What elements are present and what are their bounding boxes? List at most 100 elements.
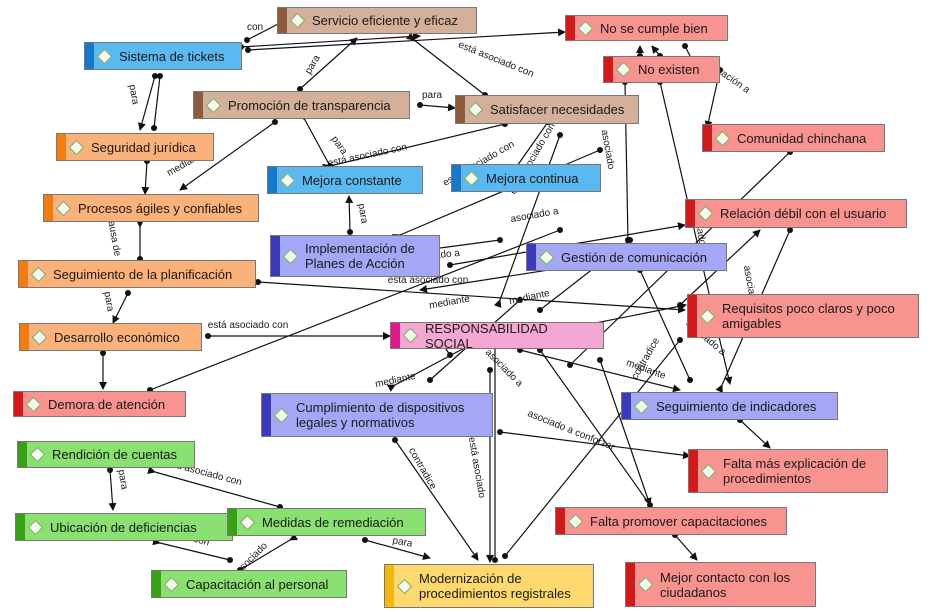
node-label: Mejor contacto con los ciudadanos	[660, 569, 791, 600]
node-ubicacion[interactable]: Ubicación de deficiencias	[15, 513, 233, 541]
edge-17	[419, 103, 456, 112]
edge-endpoint	[492, 557, 498, 563]
node-label: Rendición de cuentas	[52, 447, 178, 462]
node-requisitos[interactable]: Requisitos poco claros y poco amigables	[687, 294, 919, 338]
node-color-bar	[626, 563, 635, 606]
node-label: Falta promover capacitaciones	[590, 513, 768, 529]
edge-endpoint	[627, 237, 633, 243]
node-satisfacer[interactable]: Satisfacer necesidades	[455, 95, 639, 124]
diamond-icon	[31, 329, 48, 345]
node-color-bar	[194, 92, 203, 118]
node-modernizacion[interactable]: Modernización de procedimientos registra…	[384, 564, 594, 608]
node-label: Comunidad chinchana	[737, 130, 867, 146]
edge-9	[138, 75, 156, 131]
edge-label: para	[126, 84, 140, 106]
node-color-bar	[703, 125, 712, 151]
node-color-bar	[391, 323, 400, 348]
node-mconstante[interactable]: Mejora constante	[267, 166, 423, 194]
edge-51	[239, 532, 299, 571]
edge-endpoint	[427, 377, 433, 383]
edge-label: para	[115, 469, 129, 491]
edge-53	[674, 534, 698, 561]
node-color-bar	[456, 96, 465, 123]
edge-endpoint	[497, 237, 503, 243]
edge-1	[246, 16, 289, 41]
node-color-bar	[20, 324, 29, 350]
diamond-icon	[699, 308, 716, 324]
node-faltaexp[interactable]: Falta más explicación de procedimientos	[688, 449, 888, 493]
edge-label: mediante	[374, 371, 417, 390]
node-color-bar	[452, 165, 461, 191]
node-gestion[interactable]: Gestión de comunicación	[526, 243, 727, 271]
edge-52	[364, 539, 431, 560]
edge-endpoint	[362, 537, 368, 543]
node-comunidad[interactable]: Comunidad chinchana	[702, 124, 885, 152]
node-noexisten[interactable]: No existen	[603, 56, 720, 83]
edge-19	[345, 195, 354, 233]
node-nocumple[interactable]: No se cumple bien	[565, 15, 728, 41]
node-relacion[interactable]: Relación débil con el usuario	[685, 199, 907, 228]
node-label: Seguimiento de indicadores	[656, 398, 817, 414]
node-label: Implementación de Planes de Acción	[305, 241, 415, 271]
node-label: Seguridad jurídica	[91, 139, 196, 155]
node-servicio[interactable]: Servicio eficiente y eficaz	[277, 7, 477, 34]
edge-endpoint	[272, 119, 278, 125]
node-label: Desarrollo económico	[54, 329, 180, 345]
edge-endpoint	[157, 73, 163, 79]
node-mejorcontacto[interactable]: Mejor contacto con los ciudadanos	[625, 562, 816, 607]
node-label: No existen	[638, 62, 700, 77]
node-label: Capacitación al personal	[186, 576, 329, 592]
node-medidas[interactable]: Medidas de remediación	[227, 508, 426, 536]
diamond-icon	[239, 514, 256, 530]
diamond-icon	[637, 576, 654, 593]
diamond-icon	[467, 101, 484, 118]
node-label: Sistema de tickets	[119, 48, 225, 64]
node-label: No se cumple bien	[600, 20, 708, 36]
node-color-bar	[268, 167, 277, 193]
diamond-icon	[714, 130, 731, 146]
node-demora[interactable]: Demora de atención	[13, 391, 186, 417]
diamond-icon	[68, 139, 85, 155]
edge-label: contradice	[406, 446, 439, 492]
diamond-icon	[700, 463, 717, 479]
edge-15	[179, 121, 276, 191]
edge-38	[519, 349, 681, 393]
node-seguimientop[interactable]: Seguimiento de la planificación	[18, 260, 256, 288]
node-color-bar	[14, 392, 23, 416]
node-color-bar	[604, 57, 613, 82]
node-color-bar	[686, 200, 695, 227]
node-color-bar	[622, 393, 631, 419]
node-transparencia[interactable]: Promoción de transparencia	[193, 91, 410, 119]
node-desarrollo[interactable]: Desarrollo económico	[19, 323, 202, 351]
diamond-icon	[289, 12, 306, 29]
edge-endpoint	[647, 502, 653, 508]
diamond-icon	[25, 396, 42, 412]
node-procesos[interactable]: Procesos ágiles y confiables	[43, 194, 259, 222]
node-seguimientoi[interactable]: Seguimiento de indicadores	[621, 392, 838, 420]
edge-endpoint	[205, 333, 211, 339]
edge-50	[152, 537, 231, 561]
node-label: Relación débil con el usuario	[720, 206, 887, 221]
edge-endpoint	[687, 377, 693, 383]
edge-endpoint	[497, 429, 503, 435]
node-implementacion[interactable]: Implementación de Planes de Acción	[270, 235, 440, 277]
edge-46	[394, 439, 479, 561]
edge-label: con	[247, 22, 263, 33]
node-rs[interactable]: RESPONSABILIDAD SOCIAL	[390, 321, 604, 351]
node-faltaprom[interactable]: Falta promover capacitaciones	[555, 507, 787, 535]
node-cumplimiento[interactable]: Cumplimiento de dispositivos legales y n…	[261, 393, 493, 437]
node-tickets[interactable]: Sistema de tickets	[84, 42, 242, 70]
edge-endpoint	[151, 125, 157, 131]
edge-endpoint	[255, 279, 261, 285]
node-mcontinua[interactable]: Mejora continua	[451, 164, 601, 192]
diamond-icon	[96, 48, 113, 64]
node-capacitacion[interactable]: Capacitación al personal	[151, 570, 347, 598]
node-seguridad[interactable]: Seguridad jurídica	[56, 133, 214, 161]
edge-endpoint	[125, 290, 131, 296]
node-color-bar	[566, 16, 575, 40]
diamond-icon	[697, 205, 714, 222]
edge-endpoint	[245, 47, 251, 53]
edge-endpoint	[787, 227, 793, 233]
node-rendicion[interactable]: Rendición de cuentas	[17, 441, 195, 468]
